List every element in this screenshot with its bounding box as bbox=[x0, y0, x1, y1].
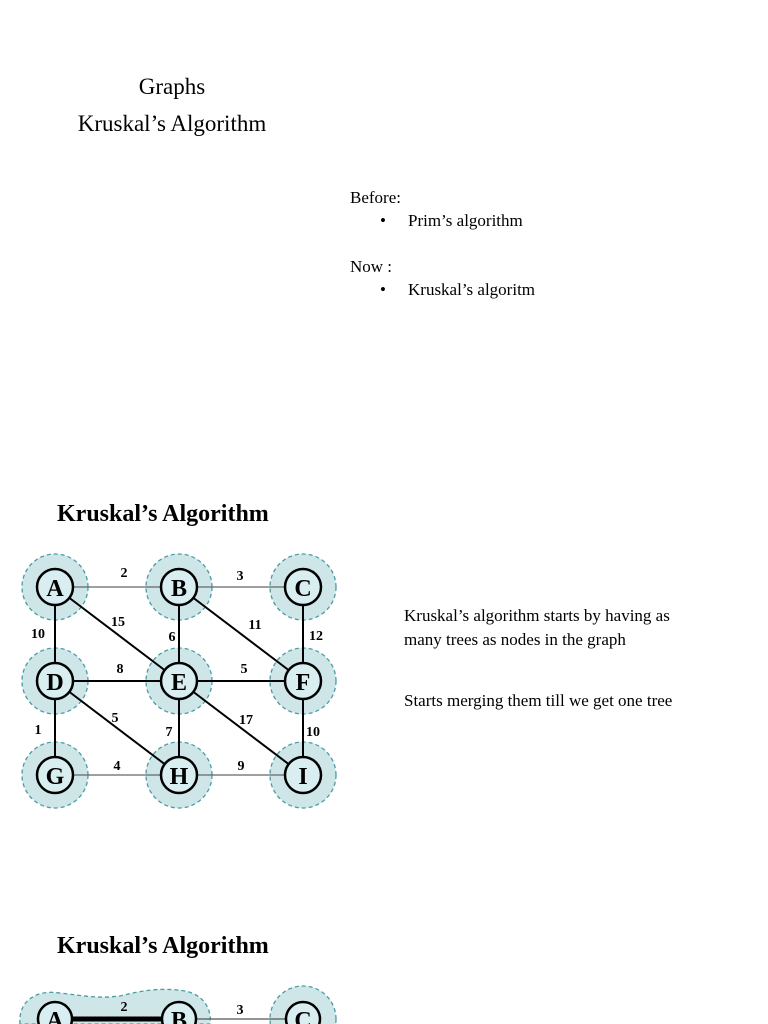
edge-weight-label: 10 bbox=[306, 725, 320, 740]
now-item-text: Kruskal’s algoritm bbox=[408, 280, 536, 299]
now-item: • Kruskal’s algoritm bbox=[380, 280, 535, 300]
edge-weight: 2 bbox=[121, 1000, 128, 1015]
graph-node bbox=[160, 1000, 198, 1024]
graph-edge-d-h bbox=[54, 680, 180, 776]
slide3-heading: Kruskal’s Algorithm bbox=[57, 933, 269, 959]
edge-weight-label: 1 bbox=[35, 723, 42, 738]
edge-weight-label: 17 bbox=[239, 713, 253, 728]
node-label: D bbox=[46, 670, 63, 696]
graph-node-g bbox=[35, 755, 75, 795]
before-label: Before: bbox=[350, 188, 401, 207]
bullet-icon: • bbox=[380, 211, 386, 230]
graph-edge-b-f bbox=[178, 586, 304, 682]
edge-weight-label: 6 bbox=[169, 630, 176, 645]
description-line1: Kruskal’s algorithm starts by having as bbox=[404, 606, 670, 625]
node-label: C bbox=[294, 576, 311, 602]
graph-edge-a-e bbox=[54, 586, 180, 682]
node-label: H bbox=[170, 764, 189, 790]
edge-weight-label: 5 bbox=[241, 662, 248, 677]
edge-weight-label: 3 bbox=[237, 569, 244, 584]
node-label: G bbox=[46, 764, 65, 790]
edge-weight-label: 5 bbox=[112, 711, 119, 726]
graph-node-a bbox=[35, 567, 75, 607]
graph-node-c bbox=[283, 567, 323, 607]
edge-weight-label: 15 bbox=[111, 615, 125, 630]
edge-weight-label: 9 bbox=[238, 759, 245, 774]
slide-title-line1: Graphs bbox=[138, 74, 206, 99]
slide2-heading: Kruskal’s Algorithm bbox=[57, 501, 269, 527]
graph-node-d bbox=[35, 661, 75, 701]
graph-node-e bbox=[159, 661, 199, 701]
graph-edge-e-i bbox=[178, 680, 304, 776]
description-line2: many trees as nodes in the graph bbox=[404, 630, 626, 649]
edge-weight-label: 2 bbox=[121, 566, 128, 581]
edge-weight: 3 bbox=[237, 1003, 244, 1018]
edge-weight-label: 11 bbox=[248, 618, 261, 633]
node-label: B bbox=[171, 576, 187, 602]
slide-title-line2: Kruskal’s Algorithm bbox=[77, 111, 267, 136]
node-label: A bbox=[46, 576, 64, 602]
node-label: C bbox=[294, 1008, 311, 1024]
before-item: • Prim’s algorithm bbox=[380, 211, 523, 231]
graph-node-i bbox=[283, 755, 323, 795]
edge-weight-label: 8 bbox=[117, 662, 124, 677]
graph-node-f bbox=[283, 661, 323, 701]
node-label: I bbox=[298, 764, 307, 790]
node-label: F bbox=[296, 670, 311, 696]
edge-weight-label: 10 bbox=[31, 627, 45, 642]
graph-node bbox=[36, 1000, 74, 1024]
now-label: Now : bbox=[350, 257, 393, 276]
slide2-description: Kruskal’s algorithm starts by having as … bbox=[404, 604, 670, 652]
slide2-description-2: Starts merging them till we get one tree bbox=[404, 691, 673, 710]
node-label: B bbox=[171, 1008, 187, 1024]
graph-node-b bbox=[159, 567, 199, 607]
graph-node-h bbox=[159, 755, 199, 795]
kruskal-graph-diagram-step: 2 3 A B C bbox=[19, 985, 337, 1024]
edge-weight-label: 7 bbox=[166, 725, 173, 740]
edge-weight-label: 12 bbox=[309, 629, 323, 644]
node-label: A bbox=[46, 1008, 64, 1024]
before-item-text: Prim’s algorithm bbox=[408, 211, 523, 230]
edge-weight-label: 4 bbox=[114, 759, 121, 774]
graph-node bbox=[284, 1000, 322, 1024]
node-label: E bbox=[171, 670, 187, 696]
bullet-icon: • bbox=[380, 280, 386, 299]
